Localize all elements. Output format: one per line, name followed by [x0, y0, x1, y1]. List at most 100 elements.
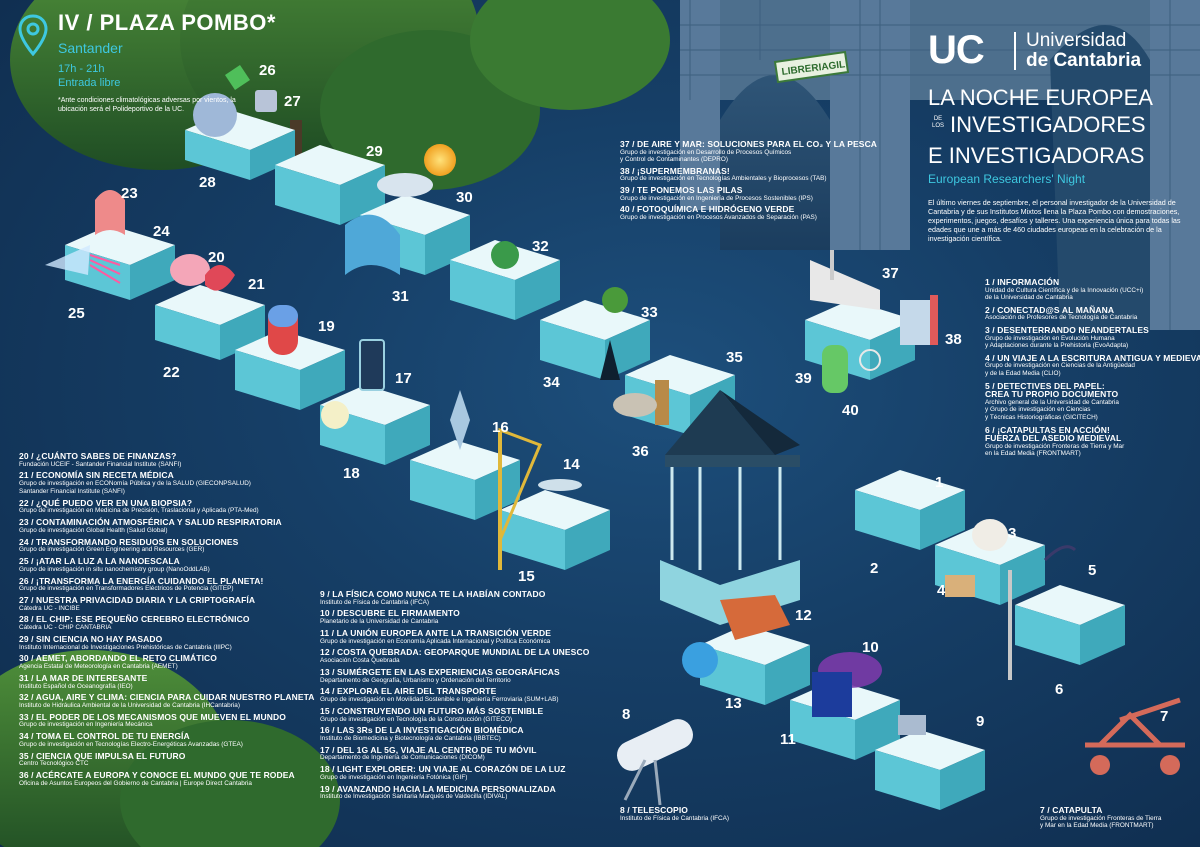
- list-item: 17 / DEL 1G AL 5G, VIAJE AL CENTRO DE TU…: [320, 746, 600, 762]
- map-number-38: 38: [945, 331, 962, 348]
- item-title: 40 / FOTOQUÍMICA E HIDRÓGENO VERDE: [620, 204, 795, 215]
- item-sub: Instituto de Física de Cantabria (IFCA): [320, 598, 430, 606]
- map-number-4: 4: [937, 582, 946, 599]
- item-title: 24 / TRANSFORMANDO RESIDUOS EN SOLUCIONE…: [19, 536, 239, 547]
- item-sub: Asociación de Profesores de Tecnología d…: [985, 314, 1138, 322]
- list-item: 26 / ¡TRANSFORMA LA ENERGÍA CUIDANDO EL …: [19, 575, 299, 593]
- item-sub: Departamento de Ingeniería de Comunicaci…: [320, 754, 485, 762]
- item-title: 27 / NUESTRA PRIVACIDAD DIARIA Y LA CRIP…: [19, 594, 256, 605]
- item-sub: Grupo de investigación Fronteras de Tier…: [1040, 814, 1162, 822]
- item-sub: Grupo de investigación Global Health (Sa…: [19, 526, 168, 534]
- item-sub: Grupo de investigación en Medicina de Pr…: [19, 507, 259, 515]
- item-sub: Grupo de investigación en Ciencias de la…: [985, 362, 1135, 370]
- item-sub: Grupo de investigación en Tecnología de …: [320, 715, 513, 723]
- map-number-21: 21: [248, 276, 265, 293]
- map-number-5: 5: [1088, 562, 1096, 579]
- item-sub: Instituto de Hidráulica Ambiental de la …: [19, 702, 240, 709]
- item-sub: Santander Financial Institute (SANFI): [19, 487, 125, 495]
- item-title: 20 / ¿CUÁNTO SABES DE FINANZAS?: [19, 451, 177, 461]
- map-number-39: 39: [795, 370, 812, 387]
- map-number-1: 1: [935, 474, 943, 491]
- location-hours: 17h - 21h Entrada libre: [58, 62, 258, 90]
- item-title: 36 / ACÉRCATE A EUROPA Y CONOCE EL MUNDO…: [19, 770, 295, 781]
- stone-arches: [680, 0, 1200, 330]
- map-number-19: 19: [318, 318, 335, 335]
- item-title: 26 / ¡TRANSFORMA LA ENERGÍA CUIDANDO EL …: [19, 575, 264, 586]
- item-title: CREA TU PROPIO DOCUMENTO: [985, 389, 1119, 400]
- item-sub: Cátedra UC - INCIBE: [19, 604, 80, 612]
- map-number-14: 14: [563, 456, 580, 473]
- event-title-de-los: DE LOS: [931, 116, 944, 129]
- activity-list-top: 37 / DE AIRE Y MAR: SOLUCIONES PARA EL C…: [620, 140, 890, 224]
- item-sub: Grupo de investigación en ECONomía Públi…: [19, 480, 251, 488]
- list-item: 27 / NUESTRA PRIVACIDAD DIARIA Y LA CRIP…: [19, 596, 299, 612]
- list-item: 16 / LAS 3Rs DE LA INVESTIGACIÓN BIOMÉDI…: [320, 726, 600, 742]
- list-item: 9 / LA FÍSICA COMO NUNCA TE LA HABÍAN CO…: [320, 590, 600, 606]
- item-sub: Grupo de investigación en Evolución Huma…: [985, 334, 1115, 342]
- item-sub: Instituto de Investigación Sanitaria Mar…: [320, 793, 508, 801]
- list-item: 13 / SUMÉRGETE EN LAS EXPERIENCIAS GEOGR…: [320, 668, 600, 684]
- map-number-29: 29: [366, 143, 383, 160]
- list-item: 18 / LIGHT EXPLORER: UN VIAJE AL CORAZÓN…: [320, 765, 600, 781]
- list-item: 33 / EL PODER DE LOS MECANISMOS QUE MUEV…: [19, 713, 299, 729]
- item-title: 35 / CIENCIA QUE IMPULSA EL FUTURO: [19, 750, 186, 761]
- map-number-6: 6: [1055, 681, 1063, 698]
- item-title: 37 / DE AIRE Y MAR: SOLUCIONES PARA EL C…: [620, 139, 878, 149]
- map-number-34: 34: [543, 374, 560, 391]
- item-title: 6 / ¡CATAPULTAS EN ACCIÓN!: [985, 424, 1110, 435]
- item-title: 21 / ECONOMÍA SIN RECETA MÉDICA: [19, 470, 174, 481]
- bookshop-sign: LIBRERIAGIL: [773, 50, 850, 84]
- map-number-8: 8: [622, 706, 630, 723]
- item-sub: y Mar en la Edad Media (FRONTMART): [1040, 822, 1154, 830]
- activity-list-left: 20 / ¿CUÁNTO SABES DE FINANZAS?Fundación…: [19, 451, 314, 791]
- item-title: 3 / DESENTERRANDO NEANDERTALES: [985, 324, 1149, 335]
- event-title-line3: E INVESTIGADORAS: [928, 143, 1145, 168]
- map-number-37: 37: [882, 265, 899, 282]
- list-item: 22 / ¿QUÉ PUEDO VER EN UNA BIOPSIA?Grupo…: [19, 498, 299, 515]
- item-title: 30 / AEMET, ABORDANDO EL RETO CLIMÁTICO: [19, 653, 217, 664]
- map-number-36: 36: [632, 443, 649, 460]
- item-title: 33 / EL PODER DE LOS MECANISMOS QUE MUEV…: [19, 711, 286, 722]
- item-sub: y Control de Contaminantes (DEPRO): [620, 156, 728, 164]
- list-item: 24 / TRANSFORMANDO RESIDUOS EN SOLUCIONE…: [19, 536, 299, 554]
- map-number-3: 3: [1008, 525, 1016, 542]
- list-item: 15 / CONSTRUYENDO UN FUTURO MÁS SOSTENIB…: [320, 707, 600, 723]
- location-pin-icon: [18, 14, 48, 56]
- map-number-17: 17: [395, 370, 412, 387]
- item-title: 2 / CONECTAD@S AL MAÑANA: [985, 304, 1115, 315]
- item-title: 12 / COSTA QUEBRADA: GEOPARQUE MUNDIAL D…: [320, 647, 590, 658]
- item-title: 34 / TOMA EL CONTROL DE TU ENERGÍA: [19, 731, 190, 742]
- item-sub: Departamento de Geografía, Urbanismo y O…: [320, 676, 511, 684]
- university-name-line2: de Cantabria: [1026, 50, 1142, 71]
- item-sub: Cátedra UC - CHIP CANTABRIA: [19, 624, 112, 632]
- item-sub: Grupo de investigación en Procesos Avanz…: [620, 213, 817, 221]
- map-number-13: 13: [725, 695, 742, 712]
- item-title: 5 / DETECTIVES DEL PAPEL:: [985, 380, 1105, 391]
- map-number-2: 2: [870, 560, 878, 577]
- map-number-7: 7: [1160, 708, 1168, 725]
- item-title: 28 / EL CHIP: ESE PEQUEÑO CEREBRO ELECTR…: [19, 614, 250, 625]
- map-number-20: 20: [208, 249, 225, 266]
- map-number-30: 30: [456, 189, 473, 206]
- map-number-23: 23: [121, 185, 138, 202]
- map-number-22: 22: [163, 364, 180, 381]
- item-sub: Agencia Estatal de Meteorología en Canta…: [19, 663, 178, 671]
- item-sub: Instituto Internacional de Investigacion…: [19, 643, 232, 651]
- item-sub: Grupo de investigación en Tecnologías Am…: [620, 175, 827, 183]
- item-title: 38 / ¡SUPERMEMBRANAS!: [620, 165, 730, 176]
- item-sub: Grupo de investigación en Movilidad Sost…: [320, 696, 559, 704]
- item-sub: y Grupo de investigación en Ciencias: [985, 406, 1091, 414]
- item-title: 18 / LIGHT EXPLORER: UN VIAJE AL CORAZÓN…: [320, 764, 566, 775]
- item-sub: Planetario de la Universidad de Cantabri…: [320, 618, 439, 626]
- caption-catapult: 7 / CATAPULTA Grupo de investigación Fro…: [1040, 806, 1200, 830]
- list-item: 5 / DETECTIVES DEL PAPEL:CREA TU PROPIO …: [985, 380, 1195, 422]
- caption-telescope: 8 / TELESCOPIO Instituto de Física de Ca…: [620, 806, 800, 822]
- item-sub: Archivo general de la Universidad de Can…: [985, 398, 1119, 406]
